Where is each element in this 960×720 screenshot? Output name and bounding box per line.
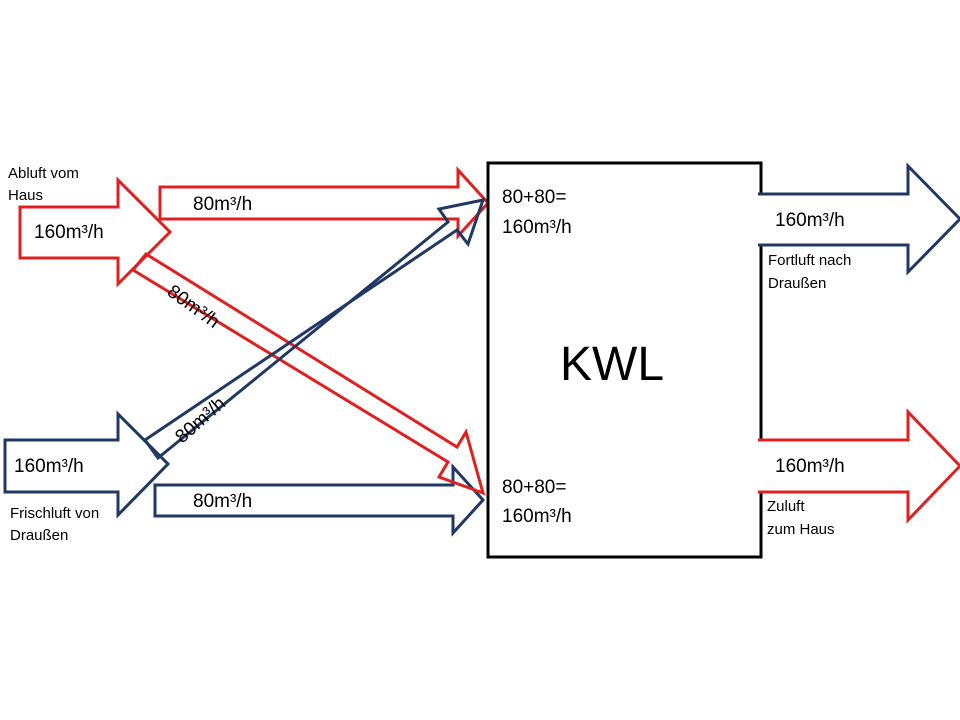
fresh-input-arrow — [3, 410, 171, 519]
fresh-diagonal-arrow — [142, 198, 486, 461]
supply-output-arrow — [758, 408, 960, 524]
supply-output-label-line2: zum Haus — [767, 521, 835, 538]
kwl-unit-box — [486, 161, 763, 559]
exhaust-straight-flow: 80m³/h — [193, 194, 252, 215]
top-sum-line2: 160m³/h — [502, 217, 572, 238]
exhaust-output-label-line1: Fortluft nach — [768, 252, 851, 269]
fresh-straight-flow: 80m³/h — [193, 491, 252, 512]
exhaust-output-arrow — [758, 162, 960, 276]
bottom-sum-line1: 80+80= — [502, 477, 566, 498]
exhaust-output-label-line2: Draußen — [768, 275, 826, 292]
exhaust-diagonal-arrow — [130, 252, 486, 496]
supply-output-label-line1: Zuluft — [767, 498, 805, 515]
fresh-input-flow: 160m³/h — [14, 456, 84, 477]
exhaust-output-flow: 160m³/h — [775, 210, 845, 231]
exhaust-input-label-line2: Haus — [8, 187, 43, 204]
exhaust-input-label-line1: Abluft vom — [8, 165, 79, 182]
exhaust-diagonal-flow: 80m³/h — [163, 281, 223, 333]
bottom-sum-line2: 160m³/h — [502, 506, 572, 527]
exhaust-input-flow: 160m³/h — [34, 222, 104, 243]
kwl-title: KWL — [560, 338, 664, 391]
fresh-input-label-line1: Frischluft von — [10, 505, 99, 522]
top-sum-line1: 80+80= — [502, 187, 566, 208]
exhaust-straight-arrow — [158, 166, 491, 240]
supply-output-flow: 160m³/h — [775, 456, 845, 477]
fresh-input-label-line2: Draußen — [10, 527, 68, 544]
